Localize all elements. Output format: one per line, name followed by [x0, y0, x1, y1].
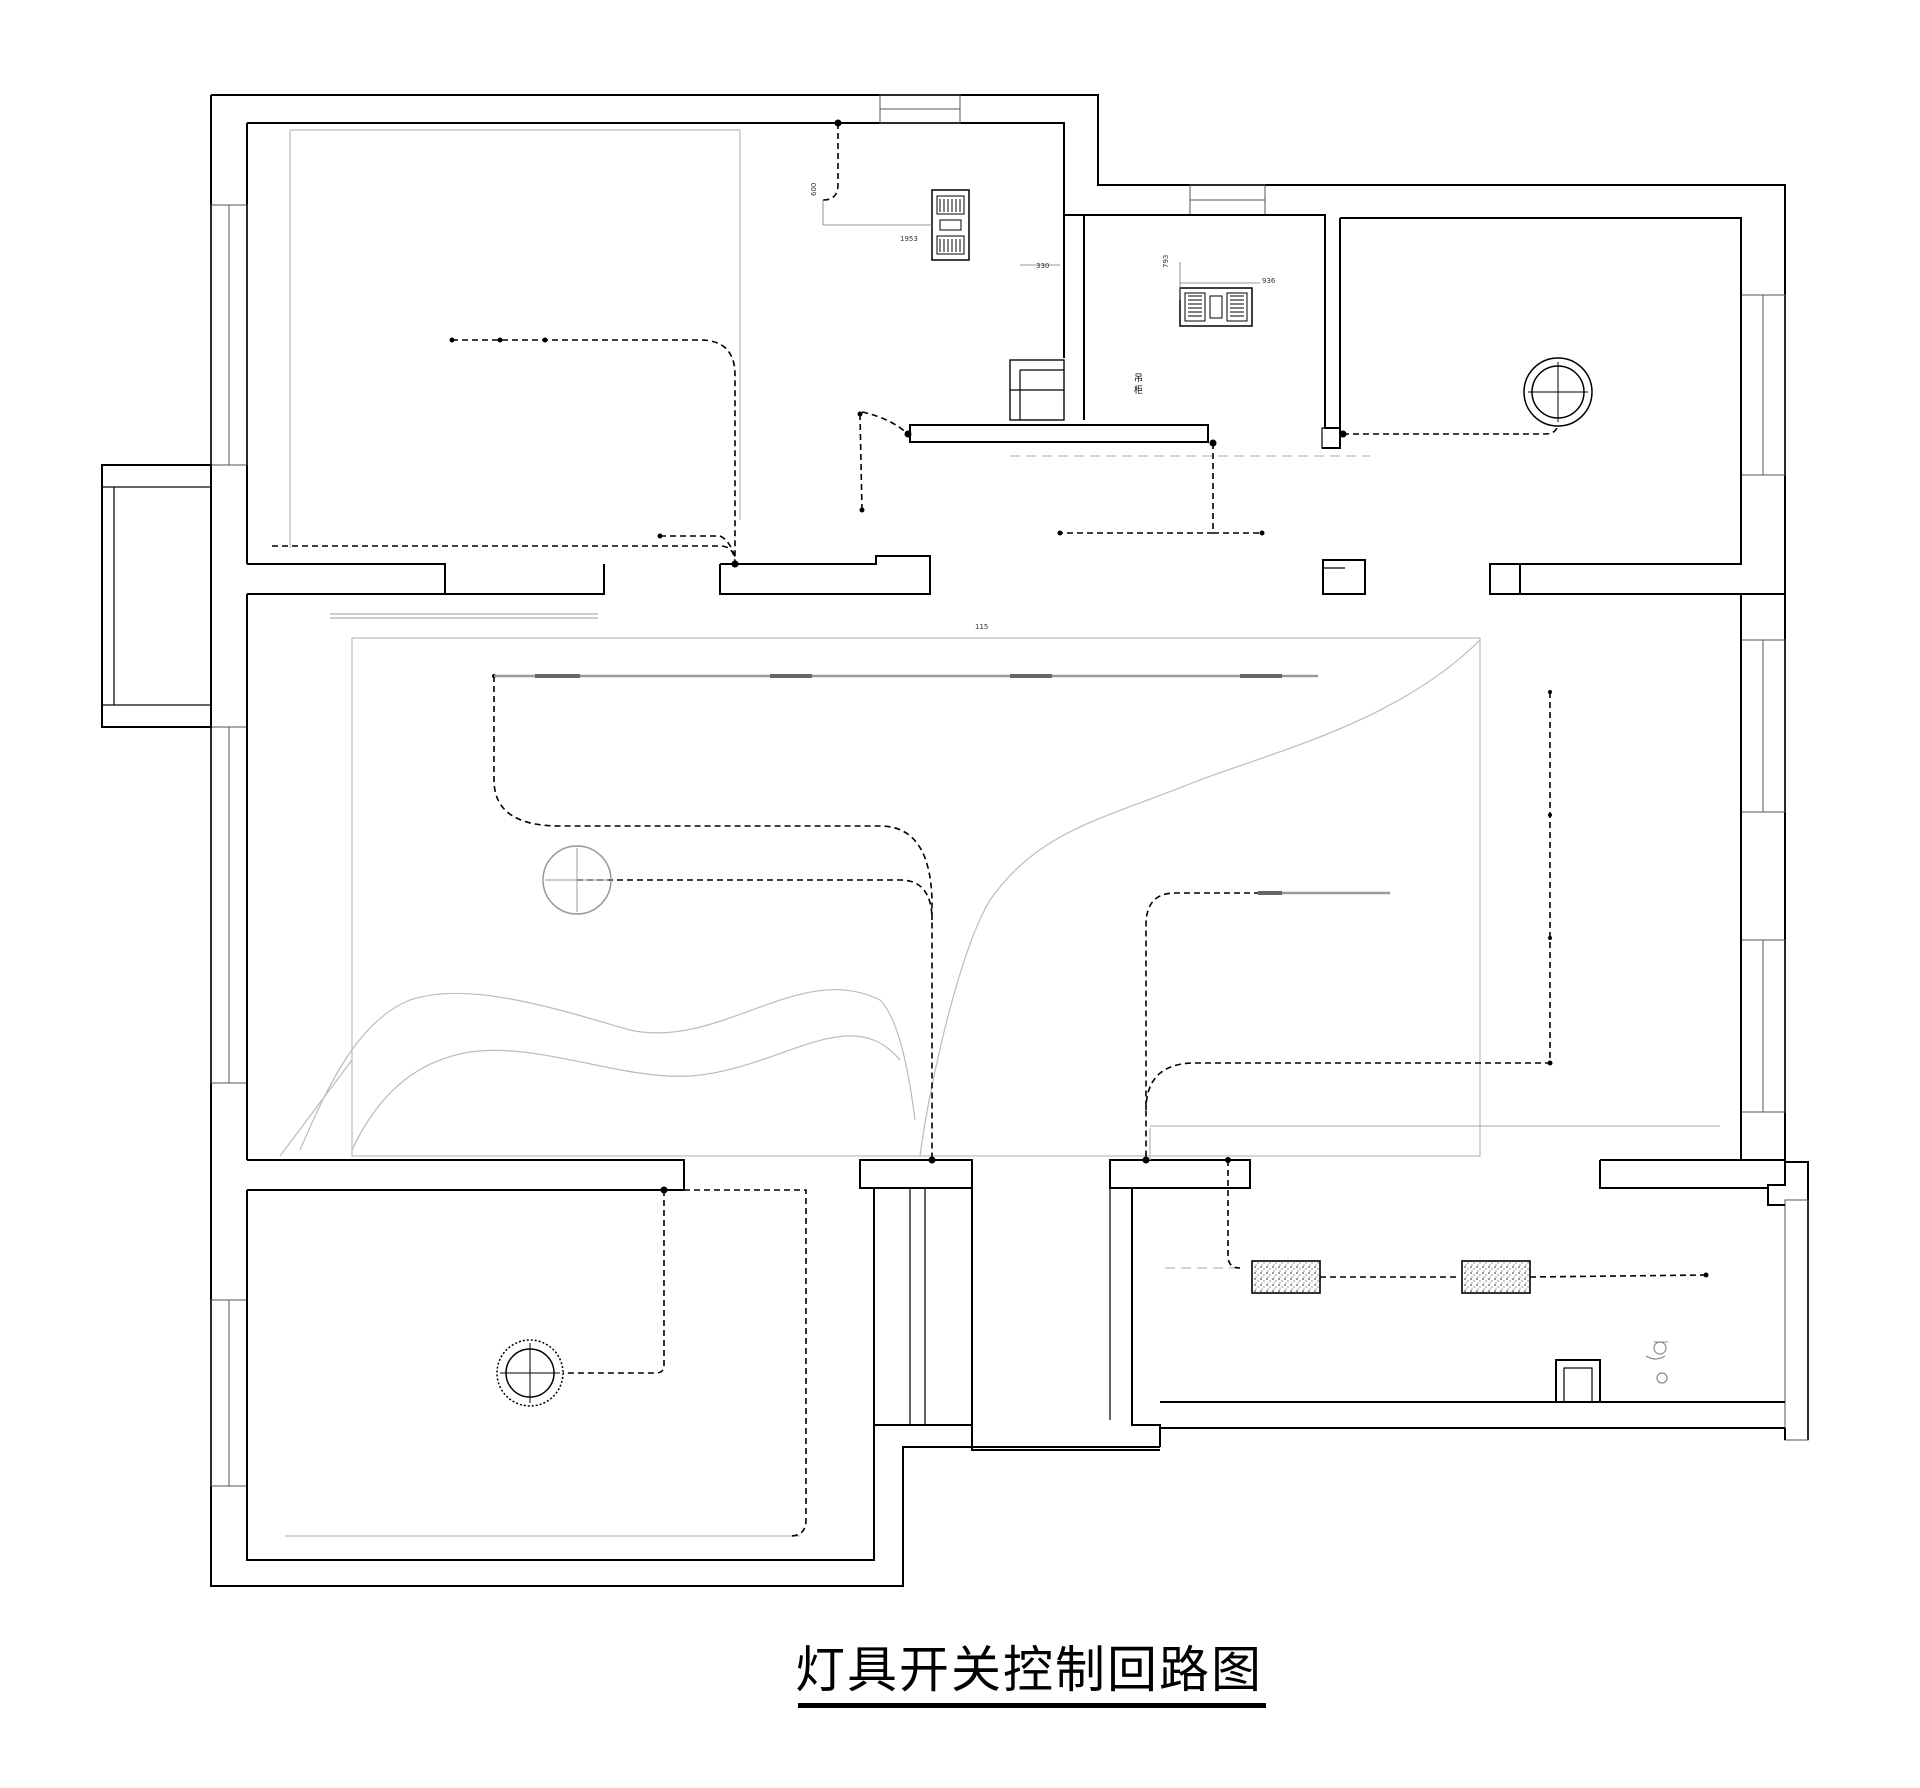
outer-walls: [210, 94, 1809, 1587]
corridor-partition: [909, 214, 1370, 457]
exhaust-fan-icon: [1179, 287, 1253, 327]
drawing-title: 灯具开关控制回路图: [795, 1641, 1263, 1699]
dim-793: 793: [1162, 255, 1170, 268]
room-label-cabinet-1: 吊: [1134, 373, 1143, 384]
dimension-lines: [822, 200, 1260, 300]
wiring-circuits: [272, 123, 1707, 1537]
dim-600: 600: [810, 183, 818, 196]
bay-window: [101, 464, 212, 728]
dim-1953: 1953: [900, 235, 918, 243]
junction-dots: [449, 119, 1709, 1278]
room-bottom-left: [246, 1188, 973, 1561]
windows: [210, 94, 1809, 1487]
switch-icon: [1645, 1341, 1668, 1384]
downlight-icon: [542, 845, 612, 915]
ceiling-light-icon: [1523, 357, 1593, 427]
dim-115: 115: [975, 623, 988, 631]
room-bath: [1064, 214, 1341, 449]
ceiling-light-icon: [496, 1339, 564, 1407]
title-underline: [798, 1703, 1266, 1708]
room-living: [246, 593, 1786, 1206]
room-label-cabinet-2: 柜: [1134, 384, 1143, 396]
dim-936: 936: [1262, 277, 1276, 285]
room-entry: [971, 1188, 1786, 1451]
linear-light-icon: [494, 674, 1390, 895]
dim-330: 330: [1036, 262, 1049, 270]
wardrobe: [1009, 359, 1065, 421]
exhaust-fan-icon: [931, 189, 970, 261]
panel-light-icon: [1251, 1260, 1531, 1294]
